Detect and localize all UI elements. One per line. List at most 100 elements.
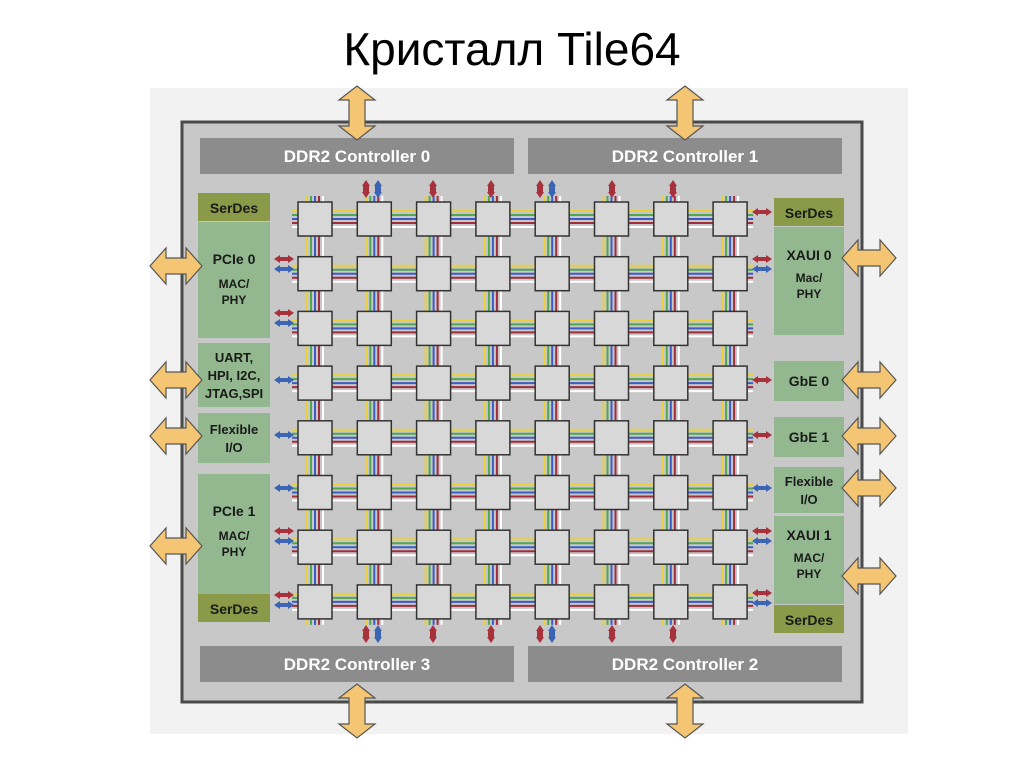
processor-tile (356, 420, 393, 456)
port-arrow (752, 265, 772, 273)
processor-tile (653, 420, 689, 456)
off-chip-arrow (337, 683, 377, 739)
port-arrow (669, 625, 677, 643)
off-chip-arrow (149, 416, 203, 456)
processor-tile (356, 365, 393, 401)
port-arrow (274, 309, 294, 317)
off-chip-arrows (149, 85, 897, 739)
port-arrow (362, 625, 370, 643)
xaui1-phy: PHY (797, 567, 822, 581)
port-arrow (429, 180, 437, 198)
port-arrow (548, 180, 556, 198)
gbe1-label: GbE 1 (789, 429, 830, 445)
ddr2-controller-0-block (200, 138, 514, 174)
port-arrow (752, 376, 772, 384)
port-arrow (274, 431, 294, 439)
off-chip-arrow (149, 360, 203, 400)
left-serdes-bottom-block (198, 594, 270, 622)
left-flexible-io-line-2: I/O (225, 440, 242, 455)
processor-tile (297, 201, 333, 237)
off-chip-arrow (337, 85, 377, 141)
xaui0-mac: Mac/ (796, 271, 823, 285)
processor-tile (415, 420, 452, 456)
port-arrow (274, 601, 294, 609)
port-arrow (274, 537, 294, 545)
port-arrow (608, 180, 616, 198)
pcie1-title: PCIe 1 (213, 503, 256, 519)
off-chip-arrow (841, 468, 897, 508)
right-serdes-bottom-label: SerDes (785, 612, 833, 628)
processor-tile (356, 529, 393, 565)
xaui0-title: XAUI 0 (786, 247, 831, 263)
port-arrow (752, 484, 772, 492)
processor-tile (415, 255, 452, 292)
io-port-arrows (274, 180, 772, 643)
processor-tile (593, 420, 630, 456)
port-arrow (669, 180, 677, 198)
port-arrow (374, 180, 382, 198)
processor-tile (297, 420, 333, 456)
right-serdes-top-label: SerDes (785, 205, 833, 221)
processor-tile (653, 529, 689, 565)
left-serdes-top-block (198, 193, 270, 221)
port-arrow (536, 625, 544, 643)
ddr2-controller-1-block (528, 138, 842, 174)
uart-line-3: JTAG,SPI (205, 386, 263, 401)
uart-line-2: HPI, I2C, (208, 368, 261, 383)
processor-tile (593, 255, 630, 292)
port-arrow (752, 208, 772, 216)
processor-tile (593, 365, 630, 401)
processor-tile (475, 474, 511, 511)
processor-tile (653, 365, 689, 401)
port-arrow (274, 376, 294, 384)
processor-tile (534, 310, 570, 347)
gbe0-block (774, 361, 844, 401)
port-arrow (487, 180, 495, 198)
processor-tile (415, 201, 452, 237)
right-flexible-io-line-2: I/O (800, 492, 817, 507)
xaui1-title: XAUI 1 (786, 527, 831, 543)
uart-block (198, 343, 270, 407)
port-arrow (548, 625, 556, 643)
processor-tile (475, 201, 511, 237)
port-arrow (752, 527, 772, 535)
right-serdes-bottom-block (774, 605, 844, 633)
pcie1-phy: PHY (222, 545, 247, 559)
processor-tile (356, 584, 393, 620)
xaui1-block (774, 516, 844, 604)
tile-grid (297, 201, 748, 620)
left-serdes-bottom-label: SerDes (210, 601, 258, 617)
processor-tile (415, 310, 452, 347)
left-serdes-top-label: SerDes (210, 200, 258, 216)
processor-tile (534, 365, 570, 401)
processor-tile (297, 365, 333, 401)
off-chip-arrow (841, 238, 897, 278)
processor-tile (712, 310, 748, 347)
processor-tile (356, 201, 393, 237)
uart-line-1: UART, (215, 350, 253, 365)
processor-tile (593, 310, 630, 347)
chip-body (180, 120, 864, 704)
pcie0-title: PCIe 0 (213, 251, 256, 267)
ddr2-controller-2-block (528, 646, 842, 682)
right-serdes-top-block (774, 198, 844, 226)
slide-title: Кристалл Tile64 (343, 23, 681, 75)
processor-tile (593, 584, 630, 620)
processor-tile (712, 474, 748, 511)
gbe0-label: GbE 0 (789, 373, 830, 389)
processor-tile (297, 529, 333, 565)
off-chip-arrow (665, 85, 705, 141)
processor-tile (534, 255, 570, 292)
processor-tile (712, 365, 748, 401)
port-arrow (752, 537, 772, 545)
gbe1-block (774, 417, 844, 457)
processor-tile (475, 365, 511, 401)
processor-tile (534, 529, 570, 565)
xaui0-block (774, 227, 844, 335)
processor-tile (415, 529, 452, 565)
processor-tile (712, 201, 748, 237)
processor-tile (653, 201, 689, 237)
ddr2-controller-3-label: DDR2 Controller 3 (284, 655, 430, 674)
processor-tile (475, 255, 511, 292)
port-arrow (487, 625, 495, 643)
